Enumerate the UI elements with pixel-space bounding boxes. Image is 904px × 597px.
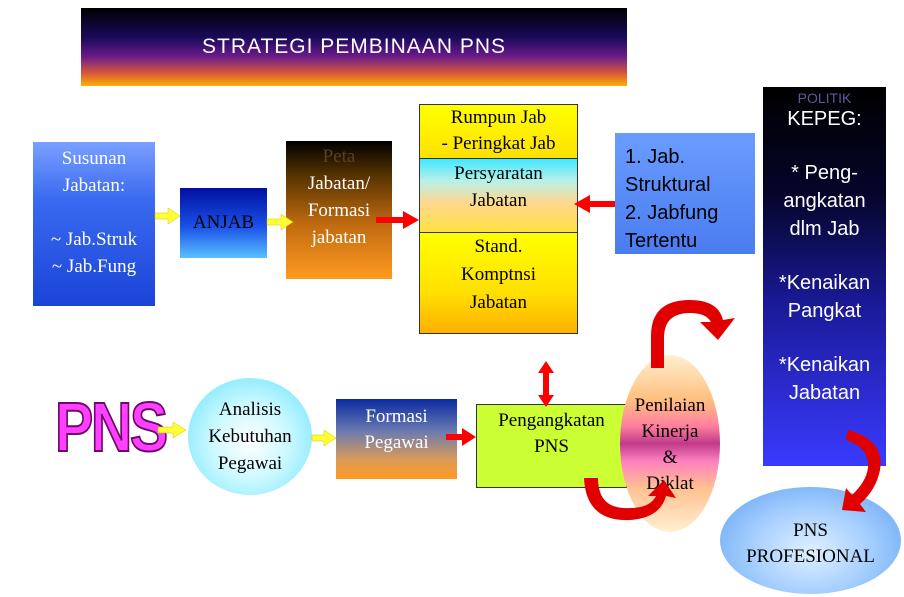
penilaian-line2: Kinerja <box>641 421 699 442</box>
arrow-vertical-double <box>538 361 554 407</box>
susunan-line1: Susunan <box>61 148 127 169</box>
diagram-title: STRATEGI PEMBINAAN PNS <box>81 8 627 86</box>
kepeg-header: KEPEG: <box>787 108 862 130</box>
pengangkatan-line2: PNS <box>534 436 569 457</box>
peta-line1: Peta <box>322 146 356 167</box>
pns-wordart: PNS <box>54 387 169 467</box>
anjab-label: ANJAB <box>192 212 255 233</box>
formasi-line2: Pegawai <box>364 432 429 453</box>
kepeg-item2a: *Kenaikan <box>778 272 871 294</box>
susunan-jabatan-box: Susunan Jabatan: ~ Jab.Struk ~ Jab.Fung <box>33 142 155 306</box>
rumpun-jabatan-box: Rumpun Jab - Peringkat Jab <box>419 104 578 161</box>
anjab-box: ANJAB <box>180 188 267 258</box>
persyaratan-jabatan-box: Persyaratan Jabatan <box>419 158 578 233</box>
persyaratan-line2: Jabatan <box>470 190 527 211</box>
arrow-susunan-to-anjab <box>154 207 181 225</box>
jab-line1: 1. Jab. <box>625 146 686 168</box>
analisis-kebutuhan-circle: Analisis Kebutuhan Pegawai <box>188 378 312 495</box>
pengangkatan-pns-box: Pengangkatan PNS <box>476 404 627 488</box>
analisis-line3: Pegawai <box>217 453 283 474</box>
rumpun-line2: - Peringkat Jab <box>441 133 556 154</box>
jabatan-types-box: 1. Jab. Struktural 2. Jabfung Tertentu <box>615 133 755 254</box>
pns-profesional-ellipse: PNS PROFESIONAL <box>720 487 901 594</box>
kepeg-item2b: Pangkat <box>787 300 862 322</box>
peta-jabatan-box: Peta Jabatan/ Formasi jabatan <box>286 141 392 279</box>
profesional-line2: PROFESIONAL <box>746 545 875 567</box>
jab-line4: Tertentu <box>625 230 698 252</box>
kepeg-item1a: * Peng- <box>791 162 858 184</box>
peta-line4: jabatan <box>311 227 367 248</box>
arrow-jab-to-persyaratan <box>574 195 615 213</box>
penilaian-line1: Penilaian <box>634 395 706 416</box>
formasi-pegawai-box: Formasi Pegawai <box>336 399 457 479</box>
kepeg-box: POLITIK KEPEG: * Peng- angkatan dlm Jab … <box>763 87 886 466</box>
profesional-line1: PNS <box>793 519 828 541</box>
stand-line2: Komptnsi <box>461 264 536 285</box>
analisis-line2: Kebutuhan <box>208 426 292 447</box>
formasi-line1: Formasi <box>365 406 428 427</box>
susunan-item1: ~ Jab.Struk <box>50 229 138 250</box>
susunan-line2: Jabatan: <box>62 175 126 196</box>
analisis-line1: Analisis <box>218 399 282 420</box>
kepeg-item3a: *Kenaikan <box>778 354 871 376</box>
peta-line3: Formasi <box>307 200 371 221</box>
persyaratan-line1: Persyaratan <box>454 163 543 184</box>
kepeg-item3b: Jabatan <box>788 382 861 404</box>
penilaian-line3: & <box>662 447 678 468</box>
title-text: STRATEGI PEMBINAAN PNS <box>202 35 506 58</box>
kepeg-item1b: angkatan <box>783 190 866 212</box>
arrow-analisis-to-formasi <box>311 429 337 447</box>
standar-kompetensi-box: Stand. Komptnsi Jabatan <box>419 232 578 334</box>
stand-line3: Jabatan <box>470 292 527 313</box>
penilaian-kinerja-ellipse: Penilaian Kinerja & Diklat <box>620 355 720 532</box>
jab-line3: 2. Jabfung <box>625 202 719 224</box>
peta-line2: Jabatan/ <box>307 173 371 194</box>
rumpun-line1: Rumpun Jab <box>450 107 547 128</box>
susunan-item2: ~ Jab.Fung <box>51 256 137 277</box>
jab-line2: Struktural <box>625 174 711 196</box>
stand-line1: Stand. <box>474 236 523 257</box>
penilaian-line4: Diklat <box>646 473 694 494</box>
kepeg-item1c: dlm Jab <box>789 218 860 240</box>
pengangkatan-line1: Pengangkatan <box>498 410 605 431</box>
kepeg-faded-text: POLITIK <box>797 90 852 106</box>
